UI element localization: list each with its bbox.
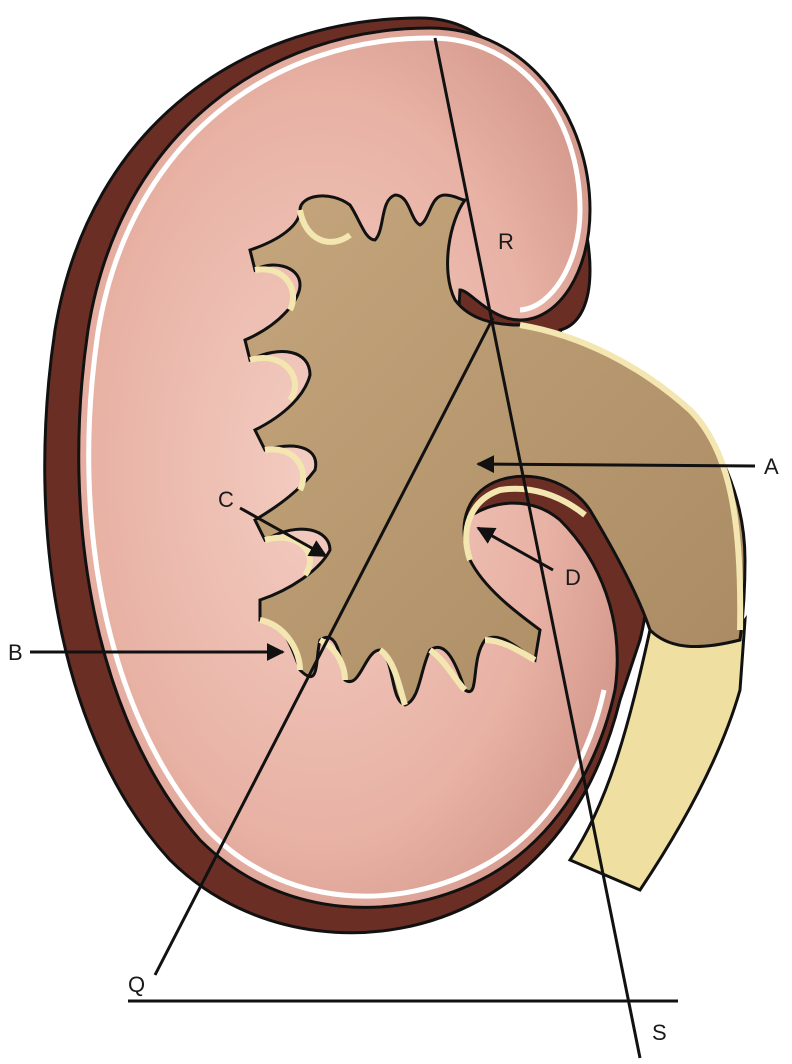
leader-arrow-c [239, 506, 328, 558]
label-r: R [498, 229, 514, 254]
leader-arrow-d [476, 526, 554, 572]
label-b: B [8, 640, 23, 665]
label-c: C [218, 487, 234, 512]
capsule-line [86, 35, 607, 899]
line-r-to-s [433, 37, 642, 1059]
label-a: A [764, 454, 779, 479]
label-s: S [652, 1020, 667, 1045]
leader-arrow-a [476, 455, 756, 474]
line-q-to-pelvis [153, 317, 495, 976]
label-q: Q [128, 972, 145, 997]
capsule-line-top [429, 35, 583, 313]
label-d: D [565, 565, 581, 590]
